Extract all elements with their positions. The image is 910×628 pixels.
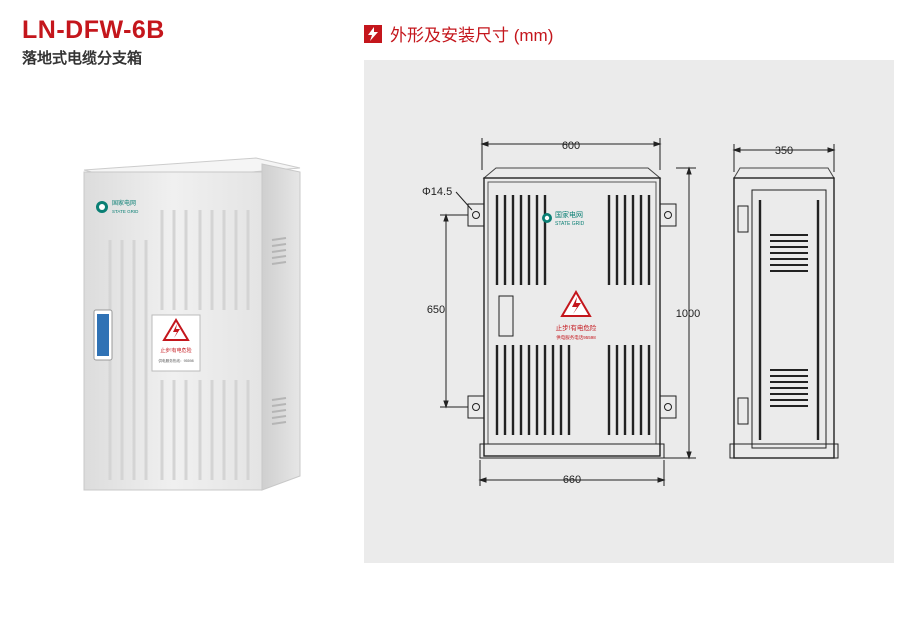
drawing-logo-en: STATE GRID <box>555 221 585 227</box>
photo-logo-en: STATE GRID <box>112 209 139 214</box>
drawing-warning-text: 止步!有电危险 <box>556 323 597 332</box>
product-photo: 国家电网 STATE GRID 止步!有电危险 供电服务热线：95598 <box>70 150 330 510</box>
dim-height: 1000 <box>676 308 700 320</box>
section-title: 外形及安装尺寸 (mm) <box>390 26 554 45</box>
photo-warning-phone: 供电服务热线：95598 <box>158 358 193 363</box>
photo-warning-text: 止步!有电危险 <box>160 347 191 354</box>
drawing-logo-cn: 国家电网 <box>555 210 583 219</box>
model-title: LN-DFW-6B <box>22 16 165 44</box>
dim-mount-spacing: 650 <box>427 304 445 316</box>
product-name: 落地式电缆分支箱 <box>22 50 143 67</box>
dim-depth: 350 <box>775 145 793 157</box>
lightning-bolt-icon <box>364 24 382 43</box>
section-header: 外形及安装尺寸 (mm) <box>364 21 553 46</box>
dim-width-top: 600 <box>562 140 580 152</box>
dimension-drawing: 国家电网 STATE GRID 止步!有电危险 供电服务电话95598 600 … <box>364 60 894 563</box>
drawing-warning-phone: 供电服务电话95598 <box>556 334 596 341</box>
dim-width-bottom: 660 <box>563 474 581 486</box>
photo-logo-cn: 国家电网 <box>112 199 136 207</box>
dim-hole-diameter: Φ14.5 <box>422 186 452 198</box>
